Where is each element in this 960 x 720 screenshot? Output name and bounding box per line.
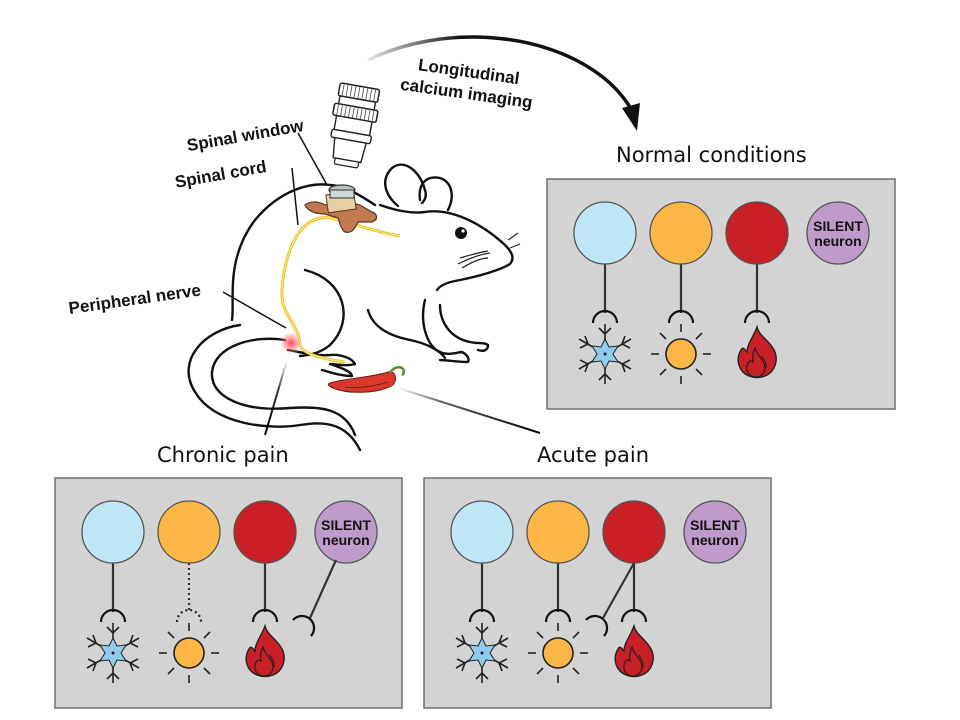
arrow-head-icon xyxy=(622,103,640,131)
branch-terminal xyxy=(292,614,316,637)
spinal-window-leader xyxy=(297,132,328,186)
mouse-front-leg-2 xyxy=(438,303,490,352)
neuron-heat xyxy=(725,201,789,379)
label-spinal-cord: Spinal cord xyxy=(173,157,267,192)
neuron-label: neuron xyxy=(691,532,738,548)
microscope-objective xyxy=(330,82,381,169)
neuron-soma-heat xyxy=(602,500,666,564)
mouse-belly xyxy=(366,308,447,360)
axon-terminal xyxy=(99,608,127,623)
neuron-soma-warm xyxy=(649,201,713,265)
mouse-eye xyxy=(455,227,467,239)
neuron-soma-cold xyxy=(81,500,145,564)
neuron-soma-silent xyxy=(806,201,870,265)
label-peripheral-nerve: Peripheral nerve xyxy=(67,281,202,318)
axon-terminal xyxy=(468,608,496,623)
neuron-warm xyxy=(526,500,590,684)
new-branch-heat xyxy=(585,562,635,637)
axon-terminal xyxy=(544,608,572,623)
chronic-pain-leader xyxy=(264,359,288,436)
mouse-hind-foot xyxy=(286,348,357,378)
branch-axon xyxy=(308,559,338,619)
neuron-cold xyxy=(81,500,145,684)
axon-terminal xyxy=(620,608,648,623)
title-acute-pain: Acute pain xyxy=(537,443,649,467)
acute-pain-leader xyxy=(397,387,541,434)
axon-terminal xyxy=(667,309,695,324)
axon-terminal xyxy=(743,309,771,324)
neuron-soma-cold xyxy=(573,201,637,265)
spinal-cord-leader xyxy=(291,167,299,226)
title-chronic-pain: Chronic pain xyxy=(157,443,289,467)
neuron-soma-warm xyxy=(157,500,221,564)
mouse-illustration xyxy=(187,82,521,452)
neuron-cold xyxy=(573,201,637,385)
silent-label: SILENT xyxy=(321,517,371,533)
neuron-cold xyxy=(450,500,514,684)
spinal-window-frame xyxy=(304,199,378,233)
neuron-soma-silent xyxy=(314,500,378,564)
neuron-soma-silent xyxy=(683,500,747,564)
neuron-soma-cold xyxy=(450,500,514,564)
mouse-ear-left xyxy=(384,163,427,208)
peripheral-nerve-leader xyxy=(222,291,287,329)
neuron-warm xyxy=(157,500,221,684)
neuron-heat xyxy=(233,500,297,678)
neuron-soma-warm xyxy=(526,500,590,564)
neuron-soma-heat xyxy=(725,201,789,265)
mouse-tail xyxy=(187,323,362,452)
neuron-label: neuron xyxy=(814,233,861,249)
branch-terminal xyxy=(585,614,609,637)
mouse-front-leg xyxy=(421,298,470,364)
branch-axon xyxy=(602,562,635,619)
axon-terminal xyxy=(251,608,279,623)
mouse-tail-inner xyxy=(210,337,357,437)
title-normal-conditions: Normal conditions xyxy=(616,143,807,167)
silent-label: SILENT xyxy=(813,218,863,234)
chili-pepper xyxy=(327,365,406,393)
mouse-ear-right xyxy=(418,176,453,212)
mouse-head xyxy=(378,203,514,292)
mouse-hind-leg xyxy=(298,268,345,358)
pain-site-glow xyxy=(279,331,303,355)
neuron-warm xyxy=(649,201,713,385)
neuron-label: neuron xyxy=(322,532,369,548)
neuron-soma-heat xyxy=(233,500,297,564)
axon-terminal xyxy=(591,309,619,324)
new-branch-silent xyxy=(292,559,338,637)
silent-label: SILENT xyxy=(690,517,740,533)
mouse-whiskers xyxy=(457,232,521,269)
imaging-arrow xyxy=(367,35,635,113)
label-spinal-window: Spinal window xyxy=(185,116,305,155)
